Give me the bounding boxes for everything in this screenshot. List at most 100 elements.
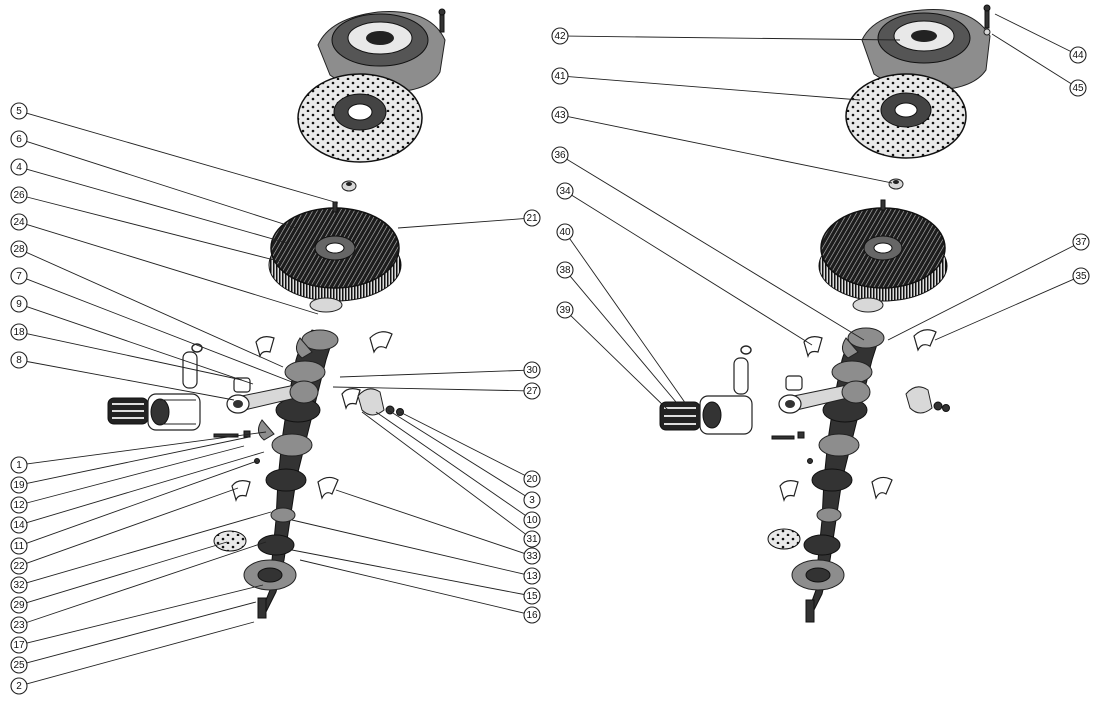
callout-5: 5 xyxy=(10,102,28,120)
callout-8: 8 xyxy=(10,351,28,369)
callout-circle xyxy=(10,616,28,634)
leader-line-8 xyxy=(26,361,235,401)
clutch-disc-drawing-right xyxy=(845,73,967,159)
leader-line-17 xyxy=(26,584,264,644)
callout-38: 38 xyxy=(556,261,574,279)
callout-28: 28 xyxy=(10,240,28,258)
callout-circle xyxy=(556,261,574,279)
callout-30: 30 xyxy=(523,361,541,379)
leader-line-13 xyxy=(291,519,525,575)
piston-drawing xyxy=(107,393,201,431)
callout-number: 43 xyxy=(554,110,566,121)
callout-1: 1 xyxy=(10,456,28,474)
callout-number: 34 xyxy=(559,186,571,197)
callout-number: 28 xyxy=(13,244,25,255)
leader-line-2 xyxy=(26,621,255,685)
callout-circle xyxy=(551,27,569,45)
callout-circle xyxy=(10,323,28,341)
leader-line-24 xyxy=(26,223,319,315)
callout-36: 36 xyxy=(551,146,569,164)
callout-circle xyxy=(523,567,541,585)
rear-seal-drawing xyxy=(309,297,343,313)
callout-number: 2 xyxy=(16,681,22,692)
callout-circle xyxy=(10,213,28,231)
callout-number: 17 xyxy=(13,640,25,651)
callout-circle xyxy=(523,361,541,379)
rod-cap-drawing-right xyxy=(905,386,950,414)
leader-line-36 xyxy=(566,158,865,341)
callout-number: 11 xyxy=(14,541,25,552)
callout-41: 41 xyxy=(551,67,569,85)
callout-32: 32 xyxy=(10,576,28,594)
callout-number: 16 xyxy=(526,610,538,621)
callout-number: 44 xyxy=(1072,50,1084,61)
callout-number: 18 xyxy=(13,327,25,338)
callout-number: 26 xyxy=(13,190,25,201)
callout-number: 32 xyxy=(13,580,25,591)
leader-line-26 xyxy=(26,196,283,263)
callout-circle xyxy=(551,106,569,124)
leader-line-21 xyxy=(397,218,525,229)
clutch-disc-drawing xyxy=(297,73,423,163)
callout-23: 23 xyxy=(10,616,28,634)
callout-2: 2 xyxy=(10,677,28,695)
callout-circle xyxy=(1069,79,1087,97)
leader-line-25 xyxy=(26,601,257,664)
callout-39: 39 xyxy=(556,301,574,319)
callout-number: 25 xyxy=(13,660,25,671)
callout-number: 3 xyxy=(529,495,535,506)
callout-number: 22 xyxy=(13,561,25,572)
bearing-shells-drawing xyxy=(231,331,393,503)
callout-circle xyxy=(523,511,541,529)
callout-labels: 5642624287918811912141122322923172522130… xyxy=(10,27,1090,695)
callout-circle xyxy=(10,677,28,695)
callout-37: 37 xyxy=(1072,233,1090,251)
callout-circle xyxy=(1072,233,1090,251)
callout-number: 35 xyxy=(1075,271,1087,282)
callout-17: 17 xyxy=(10,636,28,654)
right-assembly-drawing xyxy=(659,4,991,623)
callout-number: 6 xyxy=(16,134,22,145)
callout-number: 45 xyxy=(1072,83,1084,94)
callout-circle xyxy=(10,351,28,369)
callout-circle xyxy=(551,67,569,85)
leader-line-38 xyxy=(569,275,677,403)
callout-circle xyxy=(10,516,28,534)
callout-number: 41 xyxy=(554,71,566,82)
callout-circle xyxy=(523,382,541,400)
callout-number: 30 xyxy=(526,365,538,376)
callout-circle xyxy=(10,596,28,614)
callout-circle xyxy=(10,186,28,204)
leader-line-45 xyxy=(991,33,1072,85)
callout-number: 42 xyxy=(554,31,566,42)
callout-number: 13 xyxy=(526,571,538,582)
callout-number: 14 xyxy=(13,520,25,531)
callout-31: 31 xyxy=(523,530,541,548)
callout-number: 31 xyxy=(526,534,538,545)
callout-44: 44 xyxy=(1069,46,1087,64)
callout-number: 15 xyxy=(526,591,538,602)
callout-circle xyxy=(10,557,28,575)
callout-number: 1 xyxy=(16,460,22,471)
leader-line-37 xyxy=(887,245,1075,341)
callout-number: 38 xyxy=(559,265,571,276)
leader-line-14 xyxy=(26,451,265,524)
callout-circle xyxy=(556,301,574,319)
callout-circle xyxy=(10,456,28,474)
callout-circle xyxy=(10,130,28,148)
leader-line-29 xyxy=(26,541,228,604)
callout-number: 21 xyxy=(526,213,538,224)
callout-circle xyxy=(10,158,28,176)
callout-29: 29 xyxy=(10,596,28,614)
callout-26: 26 xyxy=(10,186,28,204)
callout-13: 13 xyxy=(523,567,541,585)
callout-circle xyxy=(556,182,574,200)
leader-line-27 xyxy=(332,386,525,392)
callout-circle xyxy=(523,491,541,509)
leader-line-32 xyxy=(26,511,272,584)
leader-line-7 xyxy=(26,278,293,383)
callout-16: 16 xyxy=(523,606,541,624)
leader-line-34 xyxy=(571,194,813,346)
callout-33: 33 xyxy=(523,547,541,565)
callout-6: 6 xyxy=(10,130,28,148)
